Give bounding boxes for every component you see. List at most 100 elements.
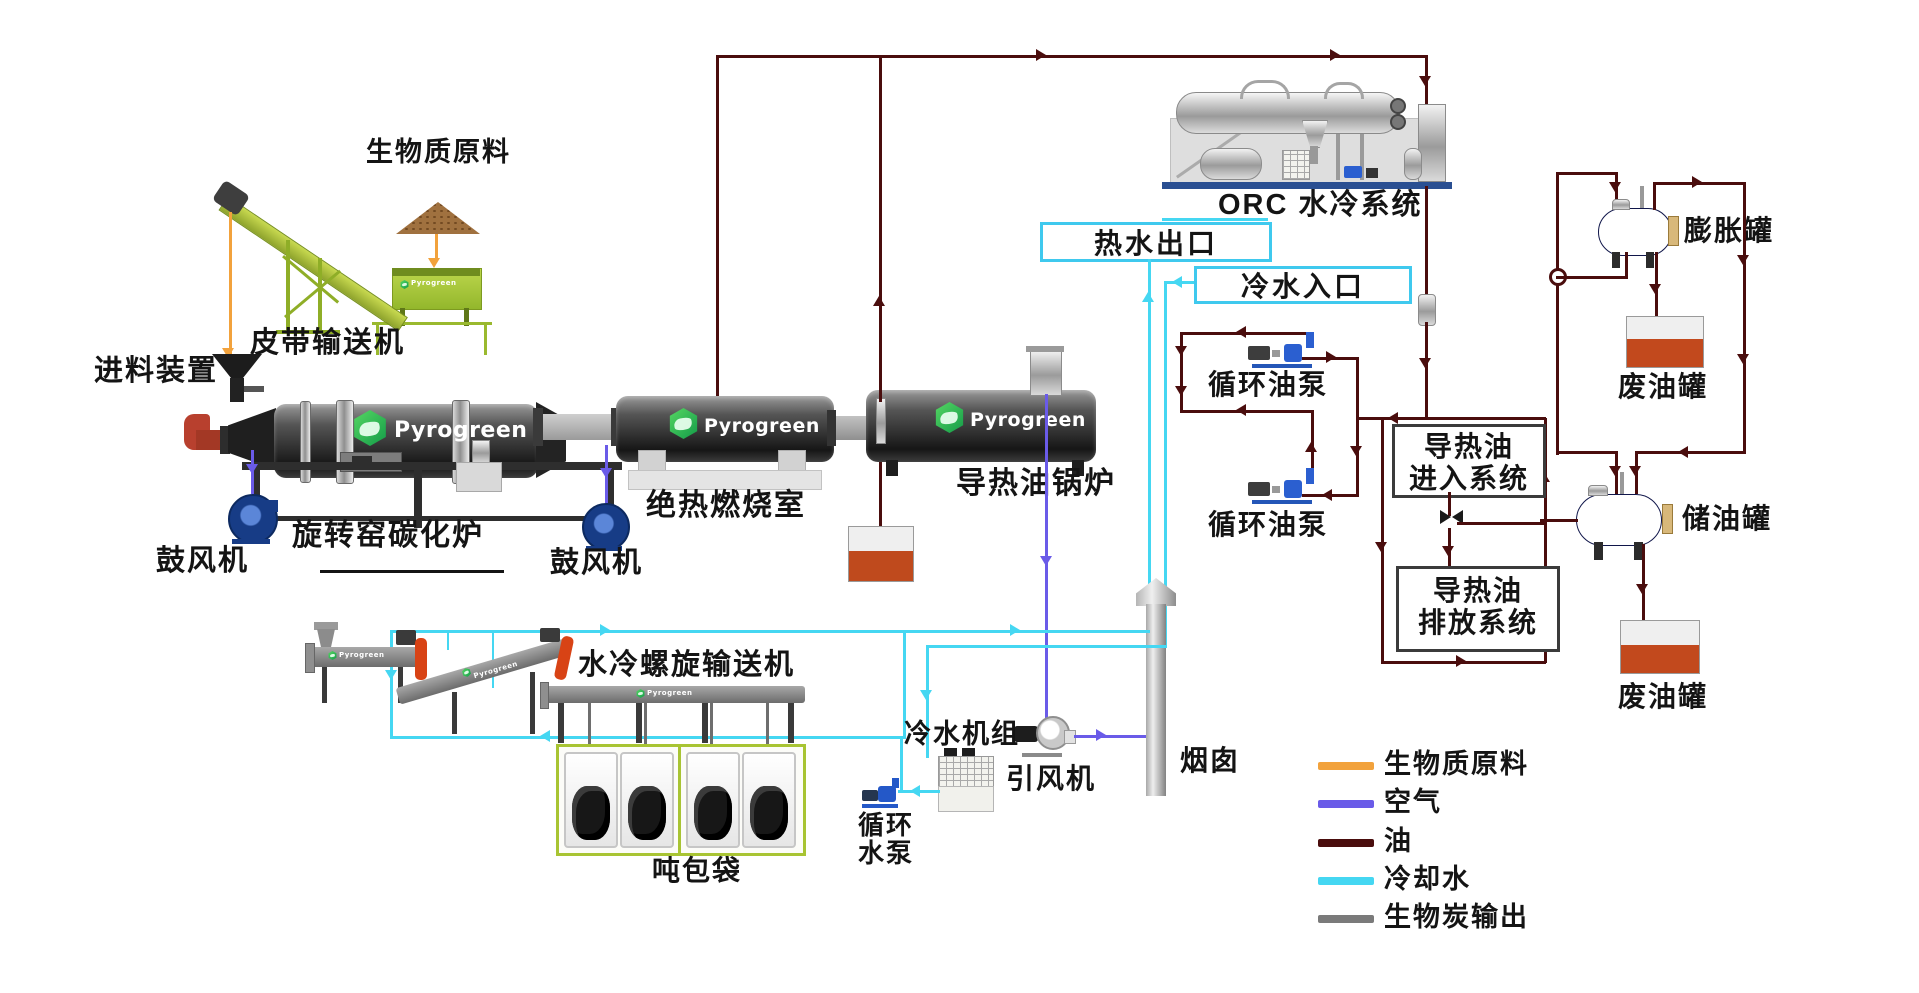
oil-arrow bbox=[1692, 176, 1702, 188]
brand-wordmark: Pyrogreen bbox=[394, 418, 528, 443]
orc-base bbox=[1162, 182, 1452, 189]
oil-pipe bbox=[1556, 172, 1618, 175]
oil-arrow bbox=[1636, 584, 1648, 594]
oil-boiler-body bbox=[866, 390, 1096, 462]
legend-swatch-oil bbox=[1318, 839, 1374, 847]
oil-arrow bbox=[1175, 386, 1187, 396]
orc-vessel-small bbox=[1404, 148, 1422, 180]
storage-tank-label: 储油罐 bbox=[1682, 503, 1773, 534]
oil-arrow bbox=[1375, 542, 1387, 552]
oil-pipe bbox=[1381, 418, 1384, 664]
kiln-flange-ring bbox=[300, 401, 311, 483]
circ-pump-motor bbox=[862, 790, 878, 801]
expansion-tank-label: 膨胀罐 bbox=[1684, 215, 1775, 246]
conveyor-motor bbox=[396, 630, 416, 645]
kiln-chamber-duct bbox=[540, 414, 618, 440]
ton-bag bbox=[620, 752, 674, 848]
rotary-airlock-disc bbox=[415, 638, 427, 680]
oil-pump-coupling bbox=[1272, 486, 1280, 493]
biomass-drop-arrow bbox=[222, 348, 234, 358]
conveyor-inlet-funnel bbox=[317, 629, 335, 647]
oil-pipe bbox=[1448, 492, 1451, 516]
oil-pipe bbox=[1615, 174, 1618, 210]
water-pipe bbox=[390, 736, 906, 739]
oil-pump-discharge bbox=[1306, 468, 1314, 484]
oil-arrow bbox=[1737, 255, 1749, 265]
oil-pump2-label: 循环油泵 bbox=[1208, 509, 1329, 540]
brand-wordmark-small: Pyrogreen bbox=[339, 651, 385, 659]
circ-pump-label-line1: 循环 bbox=[858, 810, 915, 840]
water-arrow bbox=[540, 730, 550, 742]
char-discharge-box bbox=[456, 462, 502, 492]
duct-flange bbox=[533, 408, 543, 446]
water-arrow bbox=[1172, 276, 1182, 288]
combustion-chamber-label: 绝热燃烧室 bbox=[646, 489, 806, 522]
oil-arrow bbox=[1326, 351, 1336, 363]
ton-bag bbox=[742, 752, 796, 848]
water-pipe bbox=[447, 630, 449, 650]
orc-pump bbox=[1344, 166, 1362, 178]
boiler-oil-tube bbox=[876, 398, 886, 444]
biomass-label: 生物质原料 bbox=[366, 137, 511, 167]
water-arrow bbox=[910, 785, 920, 797]
conveyor-leg bbox=[636, 703, 642, 743]
legend-swatch-biochar bbox=[1318, 915, 1374, 923]
air-arrow bbox=[600, 468, 612, 478]
oil-pipe bbox=[1642, 544, 1645, 622]
draft-fan-label: 引风机 bbox=[1006, 763, 1097, 794]
feeder-frame-leg bbox=[484, 325, 487, 355]
oil-arrow bbox=[1388, 412, 1398, 424]
oil-pump-motor bbox=[1248, 346, 1270, 360]
oil-drain-line2: 排放系统 bbox=[1417, 607, 1538, 639]
belt-support-leg bbox=[318, 258, 322, 330]
water-pipe bbox=[926, 645, 1167, 648]
orc-handle bbox=[1240, 80, 1290, 99]
feed-hopper bbox=[212, 354, 262, 378]
circ-pump-base bbox=[862, 804, 898, 808]
feeder-frame bbox=[372, 322, 492, 325]
boiler-foot bbox=[1072, 460, 1084, 476]
feeder-frame-leg bbox=[376, 325, 379, 355]
waste-oil-tank-1 bbox=[1626, 316, 1704, 368]
oil-arrow bbox=[1609, 182, 1621, 192]
oil-drain-line1: 导热油 bbox=[1432, 575, 1523, 606]
blower-base bbox=[586, 546, 622, 551]
belt-support-base bbox=[276, 330, 340, 334]
oil-drain-line bbox=[879, 462, 882, 528]
orc-receiver-tank bbox=[1200, 148, 1262, 180]
oil-pipe bbox=[1743, 182, 1746, 454]
water-pipe bbox=[1162, 218, 1268, 221]
blower-base bbox=[232, 539, 270, 544]
level-gauge bbox=[1662, 504, 1673, 534]
oil-pipe bbox=[1180, 332, 1314, 335]
orc-port bbox=[1390, 98, 1406, 114]
chiller-fan bbox=[944, 748, 957, 756]
orc-pump-motor bbox=[1366, 168, 1378, 178]
flue-riser-cap bbox=[1026, 346, 1064, 352]
water-pipe bbox=[1148, 259, 1151, 632]
oil-arrow bbox=[1456, 655, 1466, 667]
conveyor-leg bbox=[322, 667, 327, 703]
brand-wordmark-small: Pyrogreen bbox=[411, 279, 457, 287]
blower-fan bbox=[582, 503, 630, 551]
brand-wordmark: Pyrogreen bbox=[704, 415, 820, 437]
chimney-cap bbox=[1136, 578, 1176, 606]
oil-pipe bbox=[1425, 186, 1428, 296]
conveyor-motor bbox=[540, 628, 560, 642]
oil-pipe bbox=[1356, 357, 1359, 497]
biomass-drop-line bbox=[229, 212, 232, 356]
brand-wordmark: Pyrogreen bbox=[970, 409, 1086, 431]
water-arrow bbox=[1142, 292, 1154, 302]
boiler-flue-riser bbox=[1030, 350, 1062, 396]
flue-gas-pipe bbox=[1074, 735, 1146, 738]
screw-conveyor-label: 水冷螺旋输送机 bbox=[578, 649, 796, 681]
oil-pump-motor bbox=[1248, 482, 1270, 496]
pyrogreen-hex-icon bbox=[354, 410, 386, 446]
legend-label-oil: 油 bbox=[1384, 826, 1413, 856]
oil-pipe bbox=[1544, 418, 1547, 663]
conveyor-inlet-cap bbox=[314, 622, 338, 630]
oil-fill-line2: 进入系统 bbox=[1408, 463, 1529, 495]
oil-pipe bbox=[1637, 451, 1745, 454]
char-discharge-pipe bbox=[472, 440, 490, 464]
tank-leg bbox=[1634, 542, 1643, 560]
